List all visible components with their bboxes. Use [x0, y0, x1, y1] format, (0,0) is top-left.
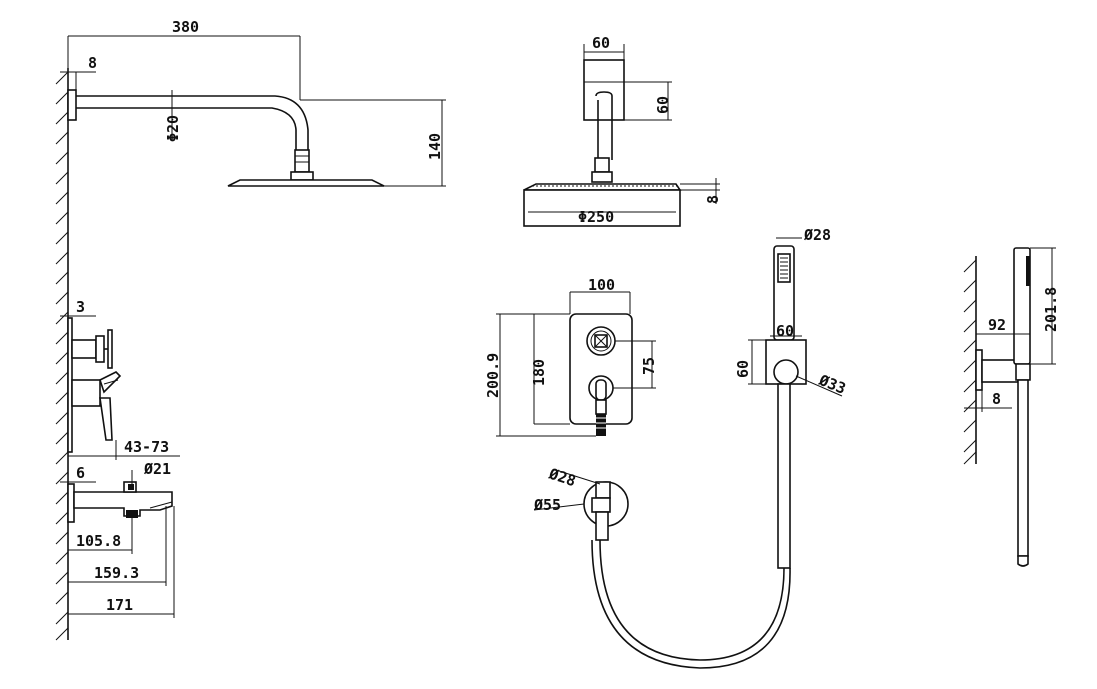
dim-valve-plate-height: 180	[530, 359, 548, 386]
dim-holder-round: Ø33	[816, 371, 849, 398]
dim-elbow-plate: Ø55	[533, 496, 561, 514]
dim-spout-length-a: 105.8	[76, 532, 121, 550]
dim-spout-length-c: 171	[106, 596, 133, 614]
spout-side-view: 6 Ø21 105.8 159.3 171	[60, 460, 175, 618]
hand-shower-handle	[777, 383, 791, 569]
hand-shower-assembly: Ø28 60 60 Ø33 Ø28 Ø55	[533, 226, 849, 669]
shower-arm-side-view: 380 8 Φ20 140	[60, 18, 446, 187]
hand-shower-handle-side	[1017, 379, 1029, 557]
shower-head-front	[523, 189, 681, 227]
holder-round-base	[773, 359, 799, 385]
valve-side-view: 3 43-73	[60, 298, 180, 460]
dim-spout-outlet: Ø21	[143, 460, 171, 478]
shower-head-side	[227, 179, 385, 187]
valve-top-handle-side	[107, 329, 113, 369]
dim-wall-plate: 8	[88, 54, 97, 72]
dim-holder-projection: 92	[988, 316, 1006, 334]
dim-arm-block-width: 60	[592, 34, 610, 52]
arm-block	[583, 59, 625, 121]
hand-shower-side-view: 92 201.8 8	[963, 247, 1060, 567]
dim-head-diameter: Φ250	[578, 208, 614, 226]
shower-hose	[599, 539, 785, 661]
dim-holder-height: 60	[734, 360, 752, 378]
spout-body	[73, 491, 173, 517]
wall-hatching	[55, 71, 69, 641]
holder-side	[981, 359, 1019, 383]
dim-holder-plate: 8	[992, 390, 1001, 408]
dim-valve-depth-range: 43-73	[124, 438, 169, 456]
dim-arm-block-height: 60	[654, 96, 672, 114]
dim-arm-diameter: Φ20	[164, 115, 182, 142]
valve-front-view: 100 200.9 180 75	[484, 276, 658, 437]
dim-head-drop: 140	[426, 133, 444, 160]
dim-arm-length: 380	[172, 18, 199, 36]
right-wall-hatching	[963, 259, 977, 465]
dim-valve-width: 100	[588, 276, 615, 294]
dim-valve-total-height: 200.9	[484, 353, 502, 398]
dim-hand-shower-diameter: Ø28	[803, 226, 831, 244]
dim-valve-depth: 3	[76, 298, 85, 316]
left-wall	[55, 68, 69, 641]
dim-spout-length-b: 159.3	[94, 564, 139, 582]
valve-lever-side	[99, 397, 113, 441]
wall-elbow	[595, 481, 611, 499]
valve-lever-front	[596, 414, 606, 436]
dim-hand-shower-length: 201.8	[1042, 287, 1060, 332]
dim-spout-wall-gap: 6	[76, 464, 85, 482]
dim-holder-width: 60	[776, 322, 794, 340]
dim-head-thickness: 8	[704, 195, 722, 204]
dim-elbow-diameter: Ø28	[546, 464, 578, 490]
dim-valve-handle-spacing: 75	[640, 357, 658, 375]
arm-wall-plate	[67, 89, 77, 121]
ball-joint	[294, 149, 310, 173]
shower-head-front-view: 60 60 Φ250 8	[523, 34, 722, 227]
